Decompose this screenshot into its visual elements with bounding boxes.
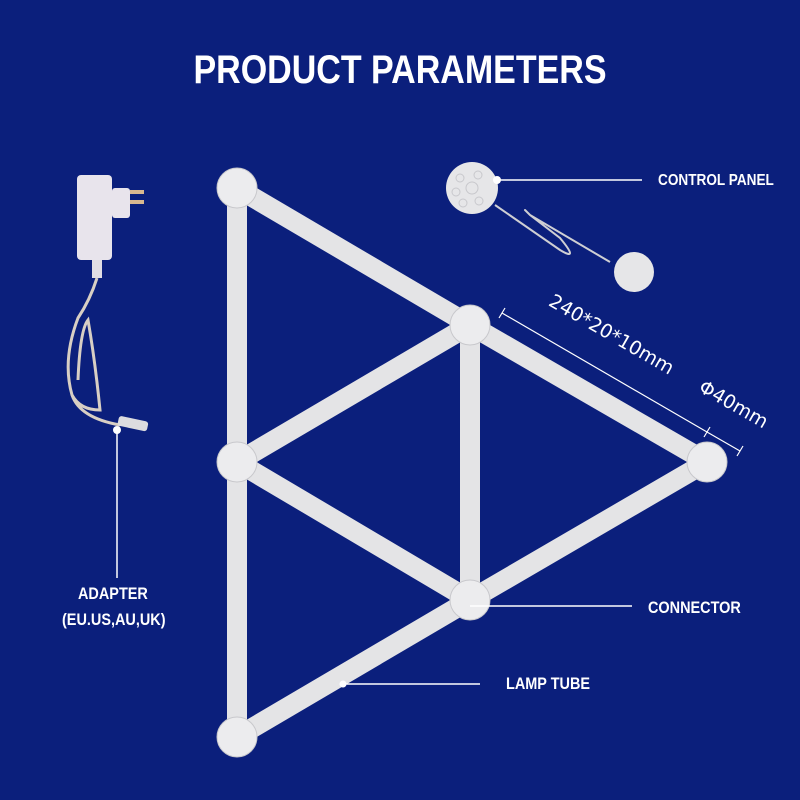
- dimension-lines: [498, 307, 744, 457]
- connector-node: [686, 441, 728, 483]
- page-title: PRODUCT PARAMETERS: [193, 48, 607, 92]
- lamp-tubes: [227, 179, 713, 746]
- control-panel-device: [446, 162, 654, 292]
- adapter-label: ADAPTER: [78, 584, 148, 603]
- lamp-tube: [464, 453, 713, 609]
- leader-lines: [343, 605, 632, 685]
- connector-node: [449, 304, 491, 346]
- connector-node: [216, 716, 258, 758]
- lamp-tube: [231, 453, 476, 609]
- connector-label: CONNECTOR: [648, 598, 741, 617]
- connector-node: [216, 441, 258, 483]
- lamp-tube: [231, 179, 476, 334]
- lamp-tube: [464, 316, 713, 471]
- connectors: [216, 167, 728, 758]
- adapter-regions-label: (EU.US,AU,UK): [62, 610, 166, 629]
- connector-node: [216, 167, 258, 209]
- lamp-tube: [231, 591, 476, 746]
- connector-node: [449, 579, 491, 621]
- adapter-device: [66, 175, 149, 578]
- lamp-tube-label: LAMP TUBE: [506, 674, 591, 693]
- control-panel-label: CONTROL PANEL: [658, 172, 774, 189]
- lamp-tube: [231, 316, 476, 471]
